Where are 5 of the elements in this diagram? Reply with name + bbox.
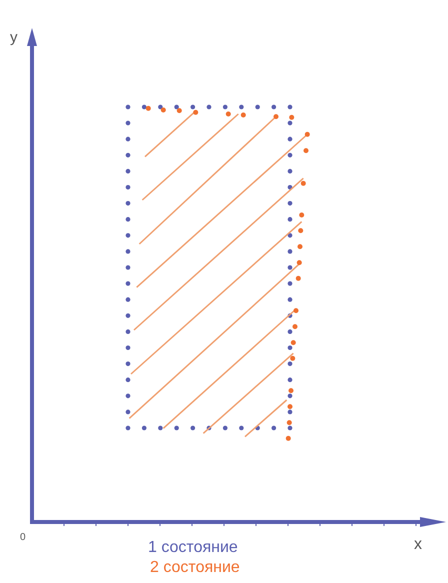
- origin-label: 0: [20, 533, 26, 543]
- axis-label: x: [414, 537, 422, 553]
- state-label: 1 состояние: [148, 540, 238, 556]
- state-label: 2 состояние: [150, 560, 240, 576]
- axis-label: y: [10, 30, 18, 45]
